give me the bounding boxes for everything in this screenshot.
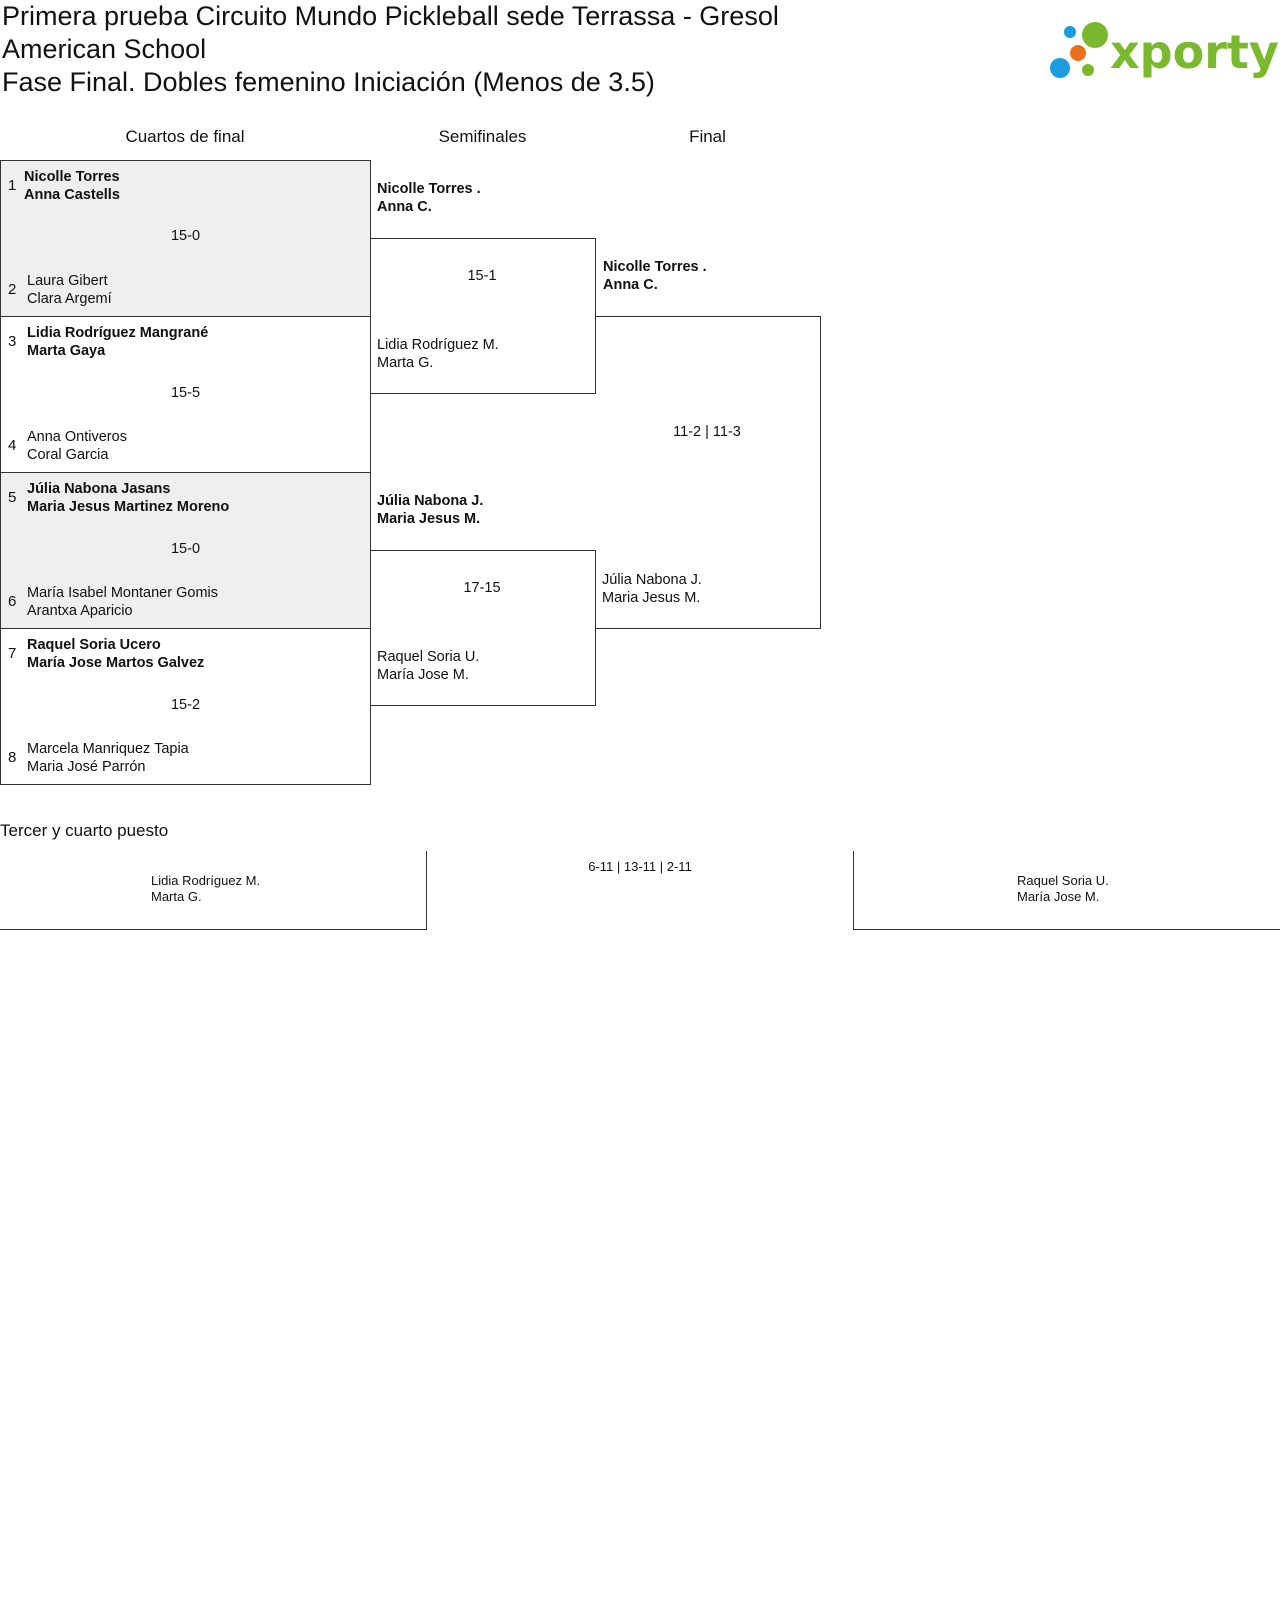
player-name: Arantxa Aparicio [27,603,133,619]
qf-match-3: 5 Júlia Nabona Jasans Maria Jesus Martin… [0,472,371,629]
player-name: Marta G. [377,355,434,371]
team-a: Nicolle Torres Anna Castells [24,168,120,204]
player-name: Anna Ontiveros [27,429,127,445]
player-name: Nicolle Torres . [377,181,481,197]
player-name: Júlia Nabona J. [602,572,702,588]
team-a: Raquel Soria Ucero María Jose Martos Gal… [27,636,204,672]
player-name: Lidia Rodríguez M. [151,873,261,888]
team-b: Anna Ontiveros Coral Garcia [27,428,127,464]
player-name: Júlia Nabona Jasans [27,481,171,497]
player-name: Anna Castells [24,187,120,203]
team-b: Lidia Rodríguez M. Marta G. [377,336,499,372]
sf-match-1: 15-1 Lidia Rodríguez M. Marta G. [370,238,596,394]
logo-dot-green-large [1082,22,1108,48]
player-name: Maria Jesus Martinez Moreno [27,499,230,515]
match-score: 15-1 [467,268,497,284]
round-heading-semi: Semifinales [438,127,527,146]
player-name: María Jose M. [377,667,469,683]
seed-number: 3 [8,333,17,350]
match-score: 15-2 [170,697,201,713]
seed-number: 2 [8,281,17,298]
seed-number: 4 [8,437,17,454]
third-place-team-a-box: Lidia Rodríguez M. Marta G. [0,851,427,930]
page-title: Primera prueba Circuito Mundo Pickleball… [2,0,902,99]
match-score: 15-5 [170,385,201,401]
player-name: María Isabel Montaner Gomis [27,585,218,601]
player-name: Coral Garcia [27,447,109,463]
sf-2-team-a: Júlia Nabona J. Maria Jesus M. [377,492,483,528]
team-b: Raquel Soria U. María Jose M. [377,648,479,684]
match-score: 15-0 [170,228,201,244]
player-name: Laura Gibert [27,273,108,289]
qf-match-1: 1 Nicolle Torres Anna Castells 15-0 2 La… [0,160,371,317]
player-name: Maria Jesus M. [602,590,701,606]
xporty-logo: xporty [1050,22,1279,79]
player-name: María Jose Martos Galvez [27,655,205,671]
team-a: Lidia Rodríguez Mangrané Marta Gaya [27,324,208,360]
third-place-score: 6-11 | 13-11 | 2-11 [588,859,692,874]
match-score: 17-15 [463,580,501,596]
title-line-1: Primera prueba Circuito Mundo Pickleball… [2,1,779,31]
sf-match-2: 17-15 Raquel Soria U. María Jose M. [370,550,596,706]
player-name: Raquel Soria U. [1017,873,1109,888]
player-name: María Jose M. [1017,889,1100,904]
final-team-a: Nicolle Torres . Anna C. [603,258,707,294]
sf-1-team-a: Nicolle Torres . Anna C. [377,180,481,216]
round-heading-quarter: Cuartos de final [125,127,245,146]
title-line-3: Fase Final. Dobles femenino Iniciación (… [2,67,655,97]
round-heading-final: Final [689,127,726,146]
player-name: Raquel Soria Ucero [27,637,161,653]
match-score: 11-2 | 11-3 [673,424,741,440]
team-b: María Isabel Montaner Gomis Arantxa Apar… [27,584,218,620]
player-name: Lidia Rodríguez Mangrané [27,325,209,341]
player-name: Nicolle Torres [24,169,120,185]
third-place-heading: Tercer y cuarto puesto [0,821,169,840]
qf-match-4: 7 Raquel Soria Ucero María Jose Martos G… [0,628,371,785]
final-match: 11-2 | 11-3 Júlia Nabona J. Maria Jesus … [595,316,821,629]
player-name: Maria Jesus M. [377,511,481,527]
logo-dot-blue-large [1050,58,1070,78]
match-score: 15-0 [170,541,201,557]
player-name: Lidia Rodríguez M. [377,337,499,353]
team-b: Laura Gibert Clara Argemí [27,272,112,308]
player-name: Marta Gaya [27,343,106,359]
player-name: Maria José Parrón [27,759,146,775]
player-name: Marcela Manriquez Tapia [27,741,189,757]
seed-number: 7 [8,645,17,662]
player-name: Raquel Soria U. [377,649,480,665]
player-name: Clara Argemí [27,291,112,307]
logo-dot-green-small [1082,64,1094,76]
logo-dot-orange [1070,45,1086,61]
player-name: Júlia Nabona J. [377,493,484,509]
title-line-2: American School [2,34,207,64]
team-a: Lidia Rodríguez M. Marta G. [151,873,260,905]
seed-number: 6 [8,593,17,610]
seed-number: 8 [8,749,17,766]
team-b: Raquel Soria U. María Jose M. [1017,873,1109,905]
seed-number: 5 [8,489,17,506]
logo-dot-blue-small [1064,26,1076,38]
team-b: Marcela Manriquez Tapia Maria José Parró… [27,740,189,776]
seed-number: 1 [8,177,17,194]
logo-text: xporty [1110,25,1279,79]
player-name: Nicolle Torres . [603,259,707,275]
third-place-team-b-box: Raquel Soria U. María Jose M. [853,851,1280,930]
player-name: Marta G. [151,889,202,904]
player-name: Anna C. [377,199,432,215]
team-a: Júlia Nabona Jasans Maria Jesus Martinez… [27,480,229,516]
qf-match-2: 3 Lidia Rodríguez Mangrané Marta Gaya 15… [0,316,371,473]
player-name: Anna C. [603,277,658,293]
team-b: Júlia Nabona J. Maria Jesus M. [602,571,702,607]
